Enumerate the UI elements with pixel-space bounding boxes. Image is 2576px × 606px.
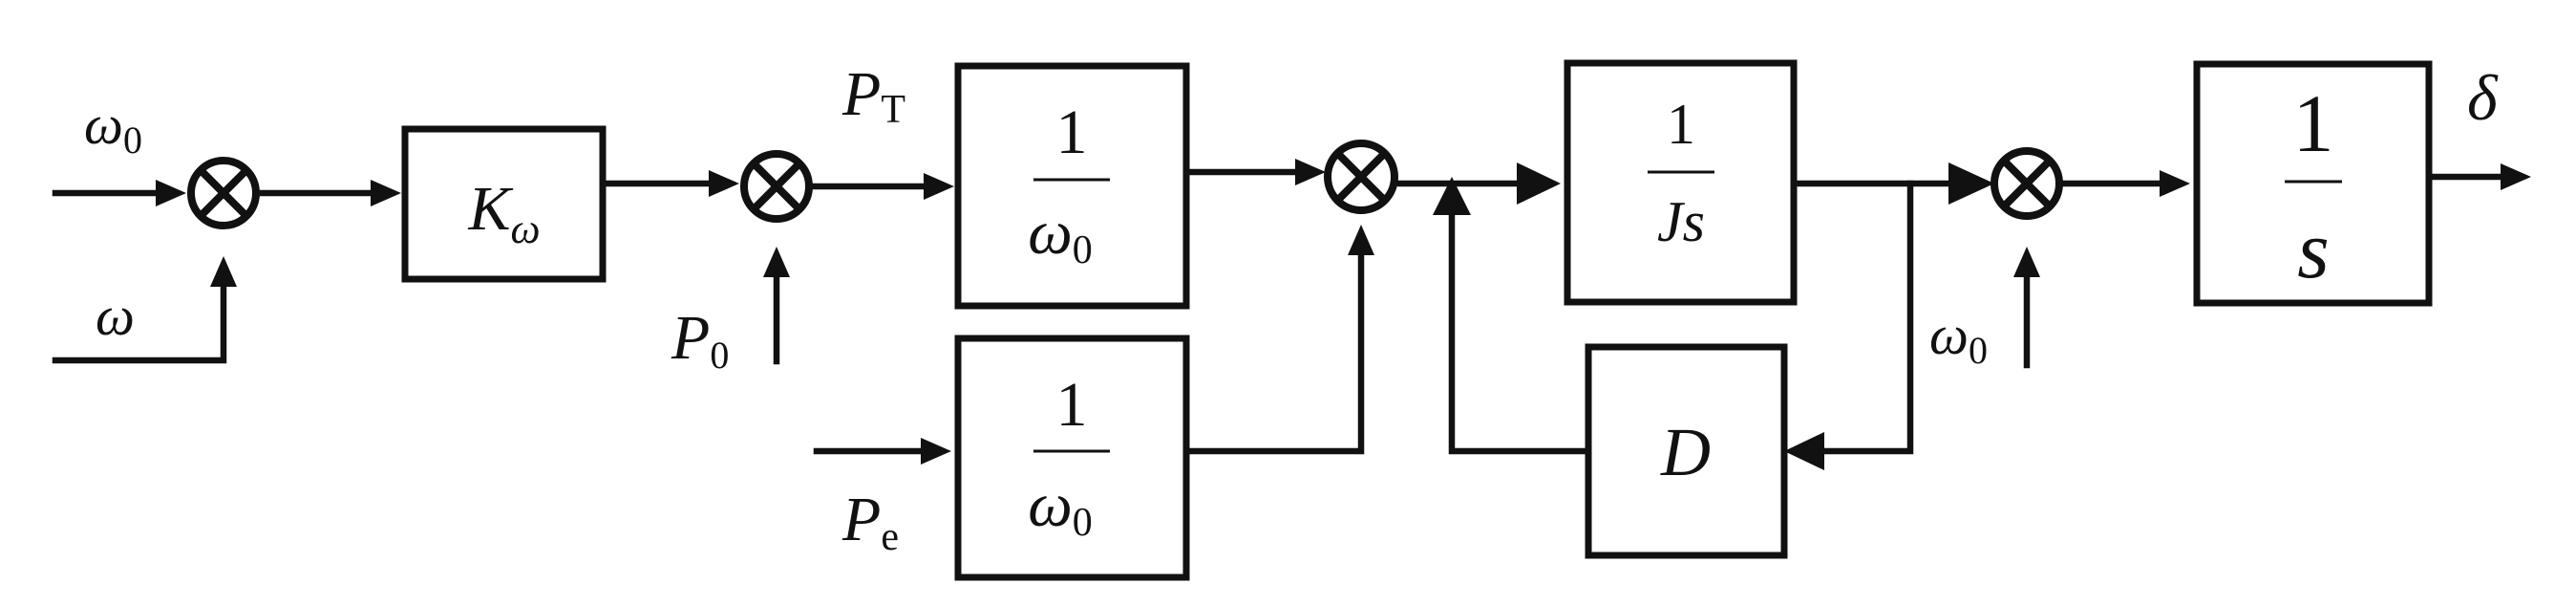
integrator-block: 1 s [2193, 60, 2433, 307]
arrowhead [371, 180, 401, 206]
arrowhead [2501, 163, 2531, 190]
arrowhead [2013, 247, 2040, 277]
inv-js-block: 1 Js [1564, 59, 1798, 306]
omega0-second-symbol: ω [1929, 304, 1969, 366]
arrowhead [921, 438, 951, 465]
damping-label: D [1660, 414, 1711, 490]
pe-input-label: Pe [841, 485, 899, 559]
inv-omega0-bottom-den-symbol: ω [1028, 470, 1073, 540]
inv-omega0-bottom-den-subscript: 0 [1073, 501, 1093, 545]
integrator-denominator: s [2297, 204, 2329, 295]
arrowhead [210, 256, 237, 287]
k-omega-block: Kω [401, 125, 607, 283]
arrowhead [1433, 177, 1471, 215]
inv-omega0-top-numerator: 1 [1056, 97, 1088, 167]
omega-input-label: ω [96, 285, 135, 347]
arrowhead [1517, 162, 1561, 205]
inv-omega0-top-den-symbol: ω [1028, 198, 1073, 268]
summing-junction-3 [1324, 140, 1398, 214]
signal-lines [52, 168, 2506, 455]
inv-js-denominator: Js [1657, 190, 1705, 253]
arrowhead [1784, 432, 1824, 470]
p0-symbol: P [671, 303, 710, 373]
arrowheads [156, 159, 2531, 470]
integrator-numerator: 1 [2293, 77, 2334, 169]
k-omega-subscript: ω [510, 206, 540, 252]
arrowhead [2160, 170, 2190, 197]
delta-output-label: δ [2467, 61, 2499, 134]
omega0-input-subscript: 0 [123, 119, 142, 162]
summing-junction-2 [740, 150, 813, 223]
omega0-input-label: ω0 [84, 94, 142, 162]
k-omega-symbol: K [467, 174, 513, 244]
p0-subscript: 0 [710, 334, 729, 377]
pe-symbol: P [841, 485, 881, 554]
omega0-second-input-label: ω0 [1929, 304, 1988, 372]
summing-junction-4 [1991, 147, 2063, 220]
inv-js-numerator: 1 [1667, 93, 1695, 156]
omega0-input-symbol: ω [84, 94, 123, 156]
inv-omega0-top-block: 1 ω0 [954, 62, 1190, 310]
pt-signal-label: PT [841, 59, 905, 132]
damping-block: D [1585, 343, 1788, 559]
omega0-second-subscript: 0 [1969, 329, 1988, 372]
arrowhead [763, 247, 790, 277]
p0-input-label: P0 [671, 303, 729, 377]
svg-text:Kω: Kω [467, 174, 540, 252]
pt-subscript: T [881, 88, 905, 132]
arrowhead [156, 180, 186, 206]
arrowhead [1295, 159, 1326, 185]
arrowhead [1948, 162, 1994, 205]
inv-omega0-bottom-numerator: 1 [1056, 370, 1088, 440]
svg-text:ω0: ω0 [1028, 198, 1093, 272]
svg-text:ω0: ω0 [1028, 470, 1093, 545]
arrowhead [709, 170, 739, 197]
pt-symbol: P [841, 59, 881, 129]
summing-junction-1 [187, 157, 260, 229]
arrowhead [924, 173, 954, 200]
inv-omega0-bottom-block: 1 ω0 [954, 335, 1190, 581]
arrowhead [1348, 225, 1374, 255]
pe-subscript: e [881, 515, 899, 559]
inv-omega0-top-den-subscript: 0 [1073, 228, 1093, 272]
